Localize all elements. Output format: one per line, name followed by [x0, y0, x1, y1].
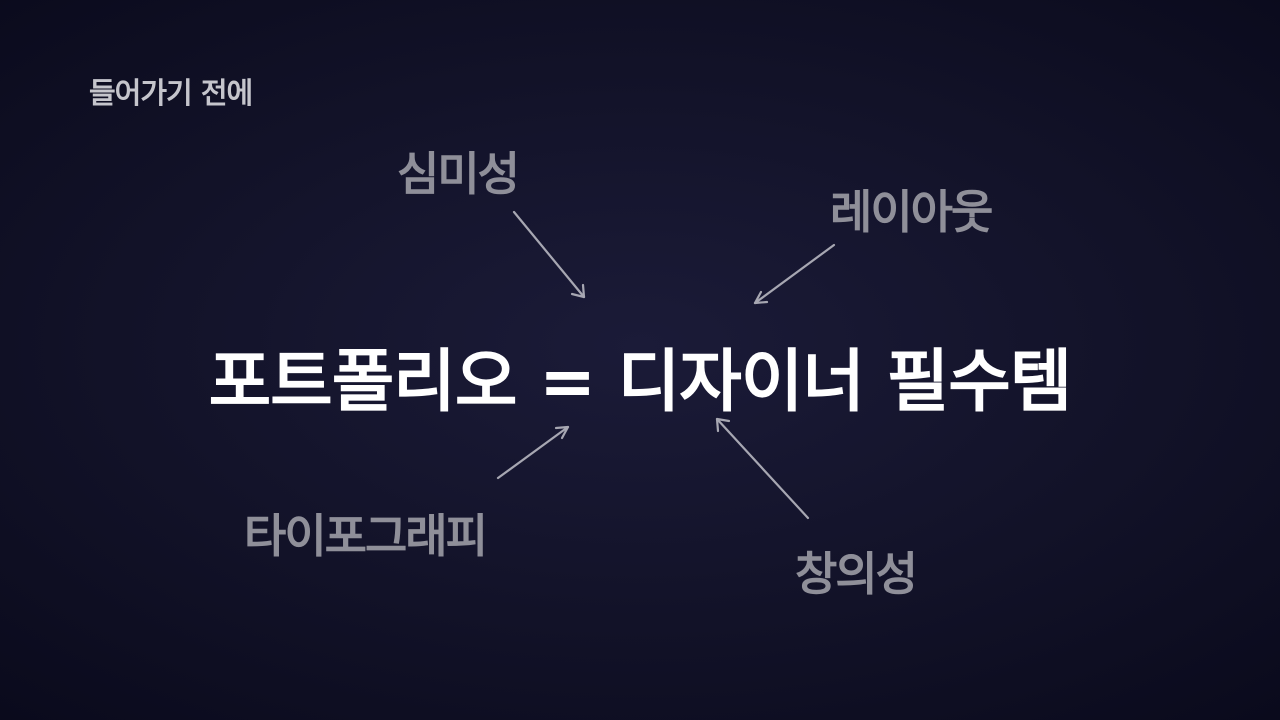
keyword-typography: 타이포그래피: [244, 509, 488, 563]
keyword-creativity: 창의성: [795, 547, 918, 601]
main-title: 포트폴리오 = 디자이너 필수템: [208, 343, 1073, 422]
arrow-from-aesthetics: [512, 210, 586, 299]
arrow-from-creativity: [715, 417, 810, 520]
keyword-aesthetics: 심미성: [397, 147, 520, 201]
arrow-from-typography: [496, 425, 570, 480]
section-label: 들어가기 전에: [89, 76, 253, 110]
arrow-from-layout: [753, 243, 836, 305]
keyword-layout: 레이아웃: [830, 185, 993, 239]
